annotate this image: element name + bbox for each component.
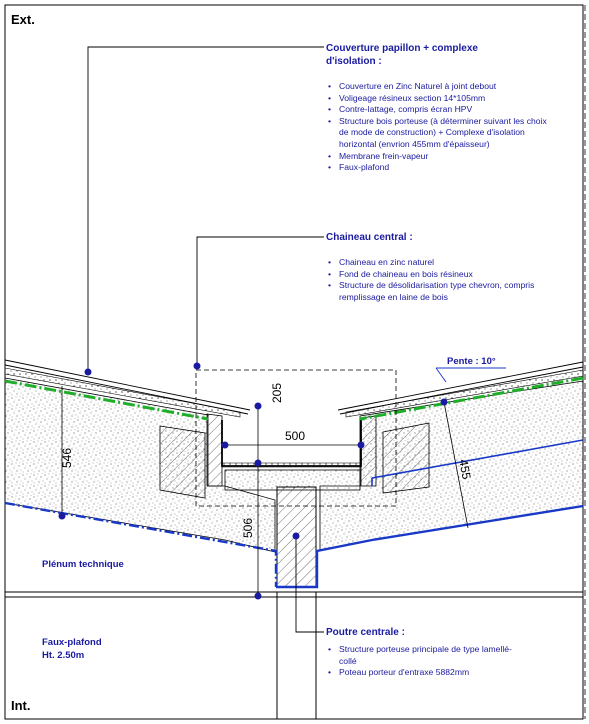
gutter-bottom: [221, 462, 362, 468]
list-item: Couverture en Zinc Naturel à joint debou…: [327, 81, 557, 93]
list-item: Chaineau en zinc naturel: [327, 257, 547, 269]
dim-dot: [292, 532, 300, 540]
dim-dot: [440, 398, 448, 406]
list-item: Membrane frein-vapeur: [327, 151, 557, 163]
dim-dot: [357, 441, 365, 449]
zinc-roof-right: [345, 369, 584, 418]
couverture-title: Couverture papillon + complexe d'isolati…: [326, 43, 478, 67]
dim-dot: [254, 402, 262, 410]
vapour-membrane-left: [4, 501, 278, 587]
dim-dot: [193, 362, 201, 370]
gutter-side-left: [206, 413, 223, 487]
list-item: Structure bois porteuse (à déterminer su…: [327, 116, 557, 151]
pente-label: Pente : 10°: [447, 356, 496, 367]
wood-block-left: [159, 425, 206, 499]
faux-plafond-height: Ht. 2.50m: [42, 650, 85, 661]
gutter-side-right: [360, 415, 377, 487]
wood-block-right: [382, 422, 430, 494]
dim-left-thickness: 546: [60, 448, 74, 468]
vapour-membrane-beam: [276, 504, 584, 589]
poutre-list: Structure porteuse principale de type la…: [327, 644, 527, 679]
leader-couverture: [87, 46, 324, 372]
chaineau-title: Chaineau central :: [326, 232, 413, 243]
couverture-list: Couverture en Zinc Naturel à joint debou…: [327, 81, 557, 174]
dim-gutter-width: 500: [285, 429, 305, 443]
poutre-title: Poutre centrale :: [326, 627, 405, 638]
dim-gutter-height: 205: [270, 383, 284, 403]
chaineau-outline: [195, 369, 397, 507]
dim-dot: [254, 592, 262, 600]
leader-poutre: [295, 536, 324, 633]
dim-dot: [58, 512, 66, 520]
list-item: Contre-lattage, compris écran HPV: [327, 104, 557, 116]
insulation-blue-outline: [371, 439, 584, 479]
chaineau-list: Chaineau en zinc naturel Fond de chainea…: [327, 257, 547, 303]
dim-dot: [84, 368, 92, 376]
roof-top-right: [337, 361, 584, 411]
faux-plafond-title: Faux-plafond: [42, 637, 102, 648]
dim-beam-height: 506: [241, 518, 255, 538]
leader-chaineau: [196, 236, 324, 366]
hpv-screen-left: [4, 379, 209, 421]
list-item: Fond de chaineau en bois résineux: [327, 269, 547, 281]
list-item: Structure de désolidarisation type chevr…: [327, 280, 547, 303]
roof-top-left: [4, 359, 251, 411]
dim-right-thickness: 455: [456, 458, 473, 480]
list-item: Structure porteuse principale de type la…: [327, 644, 527, 667]
list-item: Poteau porteur d'entraxe 5882mm: [327, 667, 527, 679]
dim-right-line: [443, 401, 469, 529]
list-item: Faux-plafond: [327, 162, 557, 174]
gutter-zinc: [221, 420, 362, 467]
exterior-label: Ext.: [11, 12, 35, 27]
plenum-label: Plénum technique: [42, 559, 124, 570]
dim-dot: [221, 441, 229, 449]
hpv-screen-right: [359, 376, 584, 421]
interior-label: Int.: [11, 698, 31, 713]
dim-dot: [254, 459, 262, 467]
pente-leader: [435, 367, 447, 383]
list-item: Voligeage résineux section 14*105mm: [327, 93, 557, 105]
zinc-roof-left: [4, 367, 241, 418]
